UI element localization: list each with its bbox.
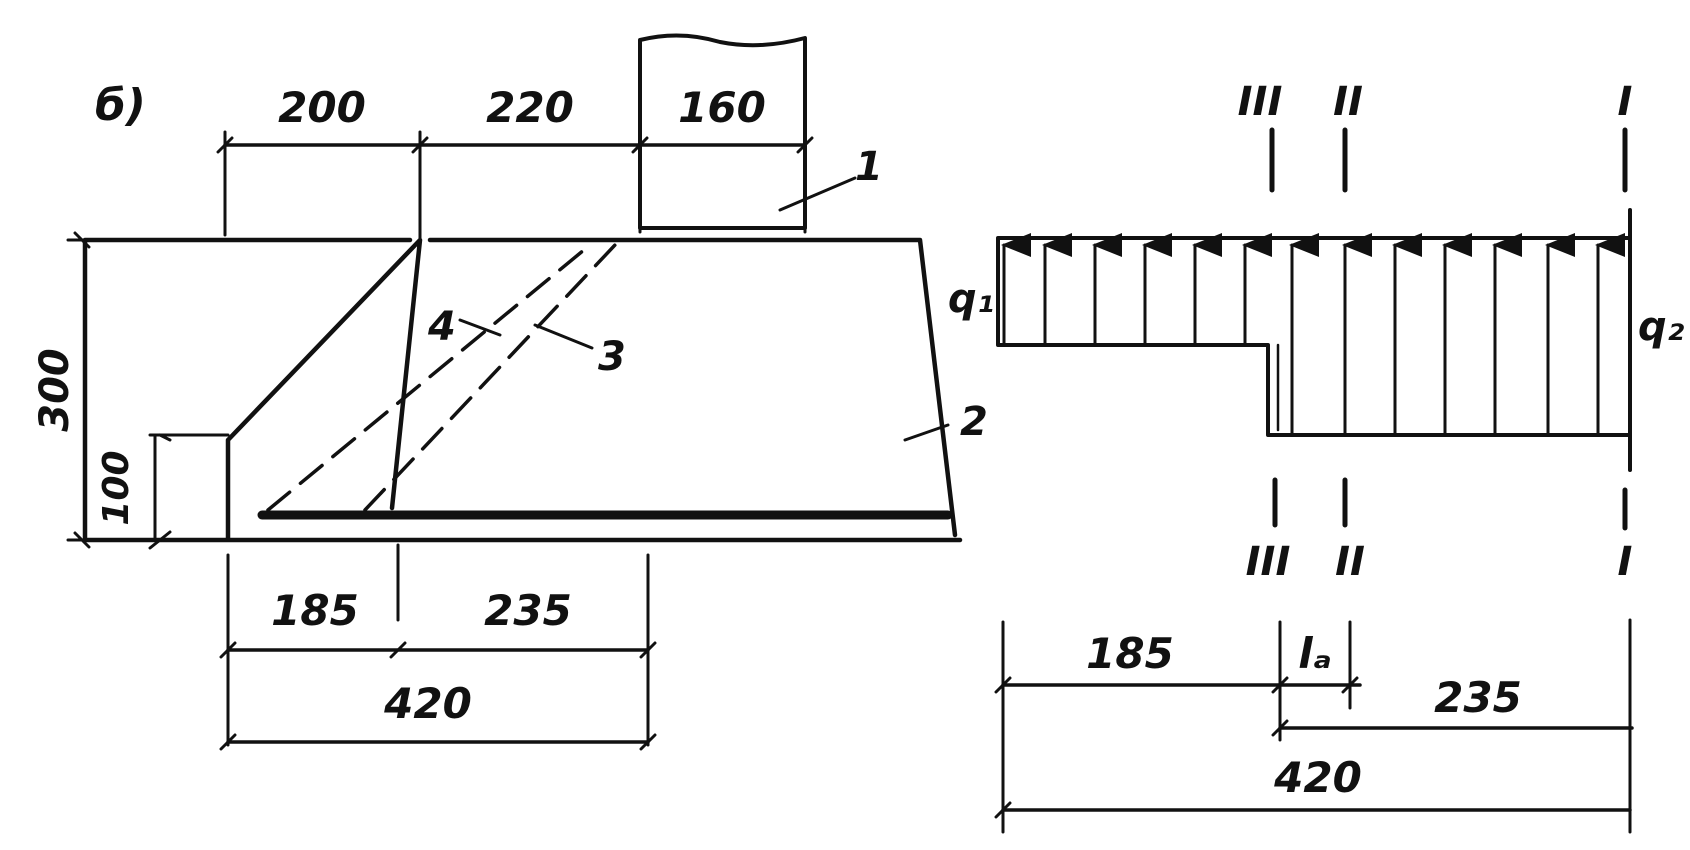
section-label-I-top: I: [1618, 79, 1633, 125]
q2-label: q₂: [1638, 304, 1685, 350]
section-labels-top: III II I: [1238, 79, 1633, 193]
section-labels-bottom: III II I: [1246, 477, 1633, 585]
dim-bottom-235: 235: [484, 586, 572, 635]
bottom-dimension-chain: 185 235 420: [219, 543, 657, 751]
foundation-outline: [82, 237, 963, 543]
height-dimensions: 300 100: [32, 231, 230, 550]
pressure-arrows: [1001, 233, 1625, 437]
punching-line-3: [363, 243, 617, 512]
column-stub: [638, 33, 807, 230]
dim-height-300: 300: [32, 348, 78, 432]
top-dimension-chain: 200 220 160: [216, 83, 814, 242]
callout-1: 1: [855, 144, 883, 190]
foundation-section-figure: б) 200 220 160 1 2 3 4: [32, 33, 988, 751]
section-label-III-top: III: [1238, 79, 1283, 125]
right-dimension-chain: 185 lₐ 235 420: [994, 618, 1634, 834]
pressure-diagram-outline: [996, 208, 1632, 472]
section-label-II-top: II: [1333, 79, 1363, 125]
la-label: lₐ: [1298, 629, 1332, 678]
dim-bottom-420: 420: [383, 679, 472, 728]
dim-height-100: 100: [96, 450, 137, 525]
dim-top-160: 160: [678, 83, 766, 132]
callout-4: 4: [427, 304, 456, 350]
dim-top-200: 200: [278, 83, 366, 132]
dim-right-420: 420: [1273, 753, 1362, 802]
section-label-II-bottom: II: [1335, 539, 1365, 585]
pressure-diagram-figure: III II I q₁ q₂ III: [948, 79, 1685, 834]
section-label-I-bottom: I: [1618, 539, 1633, 585]
dim-right-185: 185: [1086, 629, 1174, 678]
callouts: 1 2 3 4: [427, 144, 988, 445]
punching-line-4: [266, 243, 592, 512]
dim-right-235: 235: [1434, 673, 1522, 722]
dim-top-220: 220: [486, 83, 574, 132]
section-label-III-bottom: III: [1246, 539, 1291, 585]
callout-2: 2: [960, 399, 988, 445]
q1-label: q₁: [948, 276, 994, 322]
callout-3: 3: [598, 334, 626, 380]
dim-bottom-185: 185: [271, 586, 359, 635]
figure-label: б): [95, 80, 146, 131]
